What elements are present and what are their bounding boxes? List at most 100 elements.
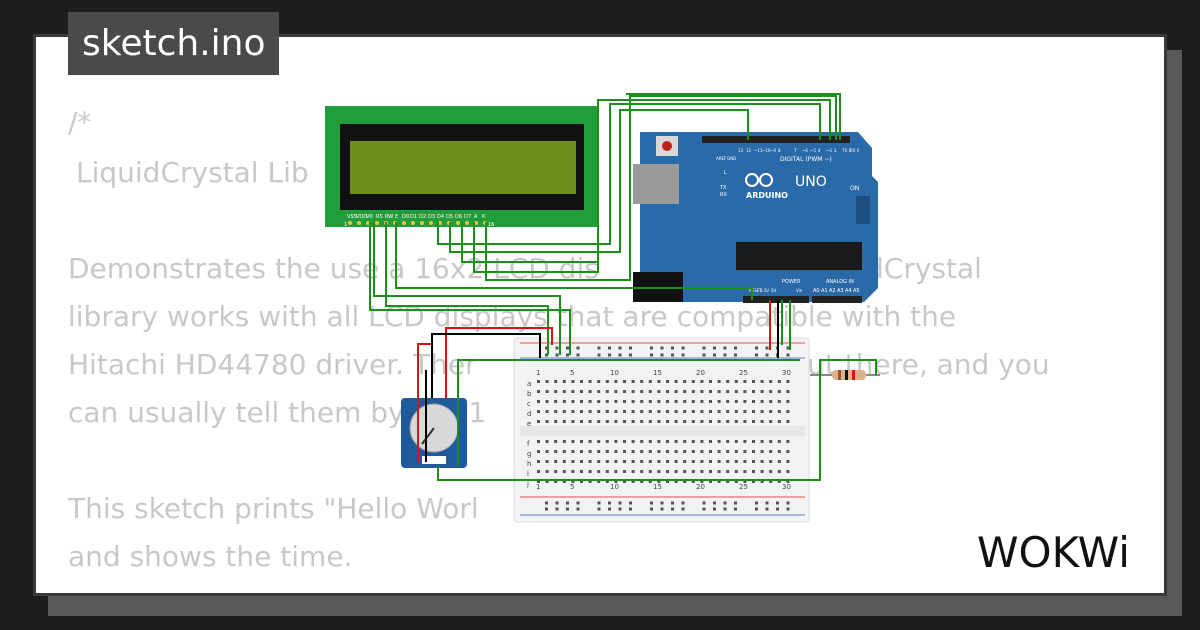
breadboard-hole[interactable]	[717, 480, 721, 483]
breadboard-hole[interactable]	[562, 420, 566, 423]
breadboard-rail-hole[interactable]	[786, 507, 790, 511]
breadboard-hole[interactable]	[709, 380, 712, 383]
breadboard-rail-hole[interactable]	[713, 353, 716, 357]
breadboard-hole[interactable]	[700, 380, 704, 383]
breadboard-hole[interactable]	[545, 440, 549, 443]
breadboard-hole[interactable]	[554, 420, 558, 423]
breadboard-rail-hole[interactable]	[723, 346, 727, 350]
breadboard-hole[interactable]	[786, 480, 790, 483]
breadboard-hole[interactable]	[554, 400, 558, 403]
breadboard-hole[interactable]	[554, 410, 558, 413]
breadboard-rail-hole[interactable]	[671, 501, 674, 505]
breadboard-hole[interactable]	[760, 450, 764, 453]
breadboard-hole[interactable]	[752, 400, 755, 403]
breadboard-rail-hole[interactable]	[765, 501, 769, 505]
breadboard-hole[interactable]	[640, 380, 644, 383]
breadboard-hole[interactable]	[657, 380, 661, 383]
breadboard-hole[interactable]	[674, 420, 678, 423]
breadboard-hole[interactable]	[605, 390, 609, 393]
breadboard-hole[interactable]	[760, 480, 764, 483]
breadboard-hole[interactable]	[700, 460, 704, 463]
breadboard-rail-hole[interactable]	[723, 501, 727, 505]
breadboard-hole[interactable]	[777, 440, 781, 443]
breadboard-hole[interactable]	[580, 390, 583, 393]
breadboard-rail-hole[interactable]	[650, 501, 653, 505]
breadboard-hole[interactable]	[786, 400, 790, 403]
breadboard-rail-hole[interactable]	[618, 353, 622, 357]
breadboard-hole[interactable]	[691, 470, 695, 473]
breadboard-hole[interactable]	[562, 410, 566, 413]
breadboard-hole[interactable]	[777, 410, 781, 413]
breadboard-rail-hole[interactable]	[776, 507, 779, 511]
breadboard-hole[interactable]	[623, 460, 626, 463]
breadboard-hole[interactable]	[571, 480, 575, 483]
breadboard-rail-hole[interactable]	[618, 507, 622, 511]
breadboard-hole[interactable]	[717, 470, 721, 473]
breadboard-rail-hole[interactable]	[702, 501, 706, 505]
breadboard-hole[interactable]	[648, 480, 652, 483]
breadboard-rail-hole[interactable]	[576, 346, 580, 350]
breadboard-hole[interactable]	[571, 380, 575, 383]
breadboard-hole[interactable]	[743, 380, 747, 383]
breadboard-rail-hole[interactable]	[576, 507, 580, 511]
breadboard-hole[interactable]	[717, 380, 721, 383]
breadboard-hole[interactable]	[769, 410, 773, 413]
breadboard-hole[interactable]	[623, 380, 626, 383]
breadboard-rail-hole[interactable]	[713, 501, 716, 505]
breadboard-rail-hole[interactable]	[765, 507, 769, 511]
breadboard-rail-hole[interactable]	[786, 346, 790, 350]
breadboard-hole[interactable]	[674, 410, 678, 413]
breadboard-hole[interactable]	[666, 420, 669, 423]
breadboard-hole[interactable]	[786, 440, 790, 443]
breadboard-hole[interactable]	[588, 440, 592, 443]
breadboard-hole[interactable]	[580, 380, 583, 383]
breadboard-hole[interactable]	[666, 440, 669, 443]
breadboard-hole[interactable]	[605, 440, 609, 443]
breadboard-hole[interactable]	[554, 450, 558, 453]
breadboard-hole[interactable]	[769, 400, 773, 403]
breadboard-hole[interactable]	[537, 480, 540, 483]
breadboard-hole[interactable]	[666, 390, 669, 393]
breadboard-rail-hole[interactable]	[629, 353, 632, 357]
breadboard-hole[interactable]	[614, 420, 618, 423]
breadboard-hole[interactable]	[537, 450, 540, 453]
breadboard-hole[interactable]	[648, 410, 652, 413]
breadboard-rail-hole[interactable]	[713, 507, 716, 511]
breadboard-hole[interactable]	[588, 420, 592, 423]
breadboard-hole[interactable]	[657, 480, 661, 483]
breadboard-hole[interactable]	[769, 460, 773, 463]
breadboard-hole[interactable]	[726, 450, 730, 453]
breadboard-hole[interactable]	[605, 470, 609, 473]
breadboard-hole[interactable]	[674, 450, 678, 453]
breadboard-hole[interactable]	[760, 390, 764, 393]
breadboard-hole[interactable]	[752, 390, 755, 393]
breadboard-hole[interactable]	[597, 480, 601, 483]
breadboard-hole[interactable]	[709, 390, 712, 393]
breadboard-hole[interactable]	[537, 470, 540, 473]
breadboard-rail-hole[interactable]	[734, 507, 737, 511]
breadboard-rail-hole[interactable]	[755, 507, 758, 511]
breadboard-hole[interactable]	[786, 390, 790, 393]
breadboard-hole[interactable]	[571, 410, 575, 413]
breadboard-hole[interactable]	[760, 470, 764, 473]
breadboard-hole[interactable]	[631, 420, 635, 423]
breadboard-hole[interactable]	[640, 440, 644, 443]
breadboard-rail-hole[interactable]	[629, 346, 632, 350]
breadboard-hole[interactable]	[554, 460, 558, 463]
breadboard-hole[interactable]	[614, 470, 618, 473]
breadboard-hole[interactable]	[597, 390, 601, 393]
breadboard-hole[interactable]	[648, 380, 652, 383]
breadboard-hole[interactable]	[683, 410, 687, 413]
breadboard-hole[interactable]	[605, 480, 609, 483]
breadboard-hole[interactable]	[709, 470, 712, 473]
breadboard-hole[interactable]	[734, 420, 738, 423]
breadboard-hole[interactable]	[631, 460, 635, 463]
breadboard-hole[interactable]	[752, 380, 755, 383]
breadboard-hole[interactable]	[777, 380, 781, 383]
breadboard-hole[interactable]	[726, 390, 730, 393]
breadboard-hole[interactable]	[631, 410, 635, 413]
breadboard-hole[interactable]	[562, 450, 566, 453]
breadboard-hole[interactable]	[786, 410, 790, 413]
breadboard-rail-hole[interactable]	[608, 353, 611, 357]
breadboard-hole[interactable]	[752, 420, 755, 423]
